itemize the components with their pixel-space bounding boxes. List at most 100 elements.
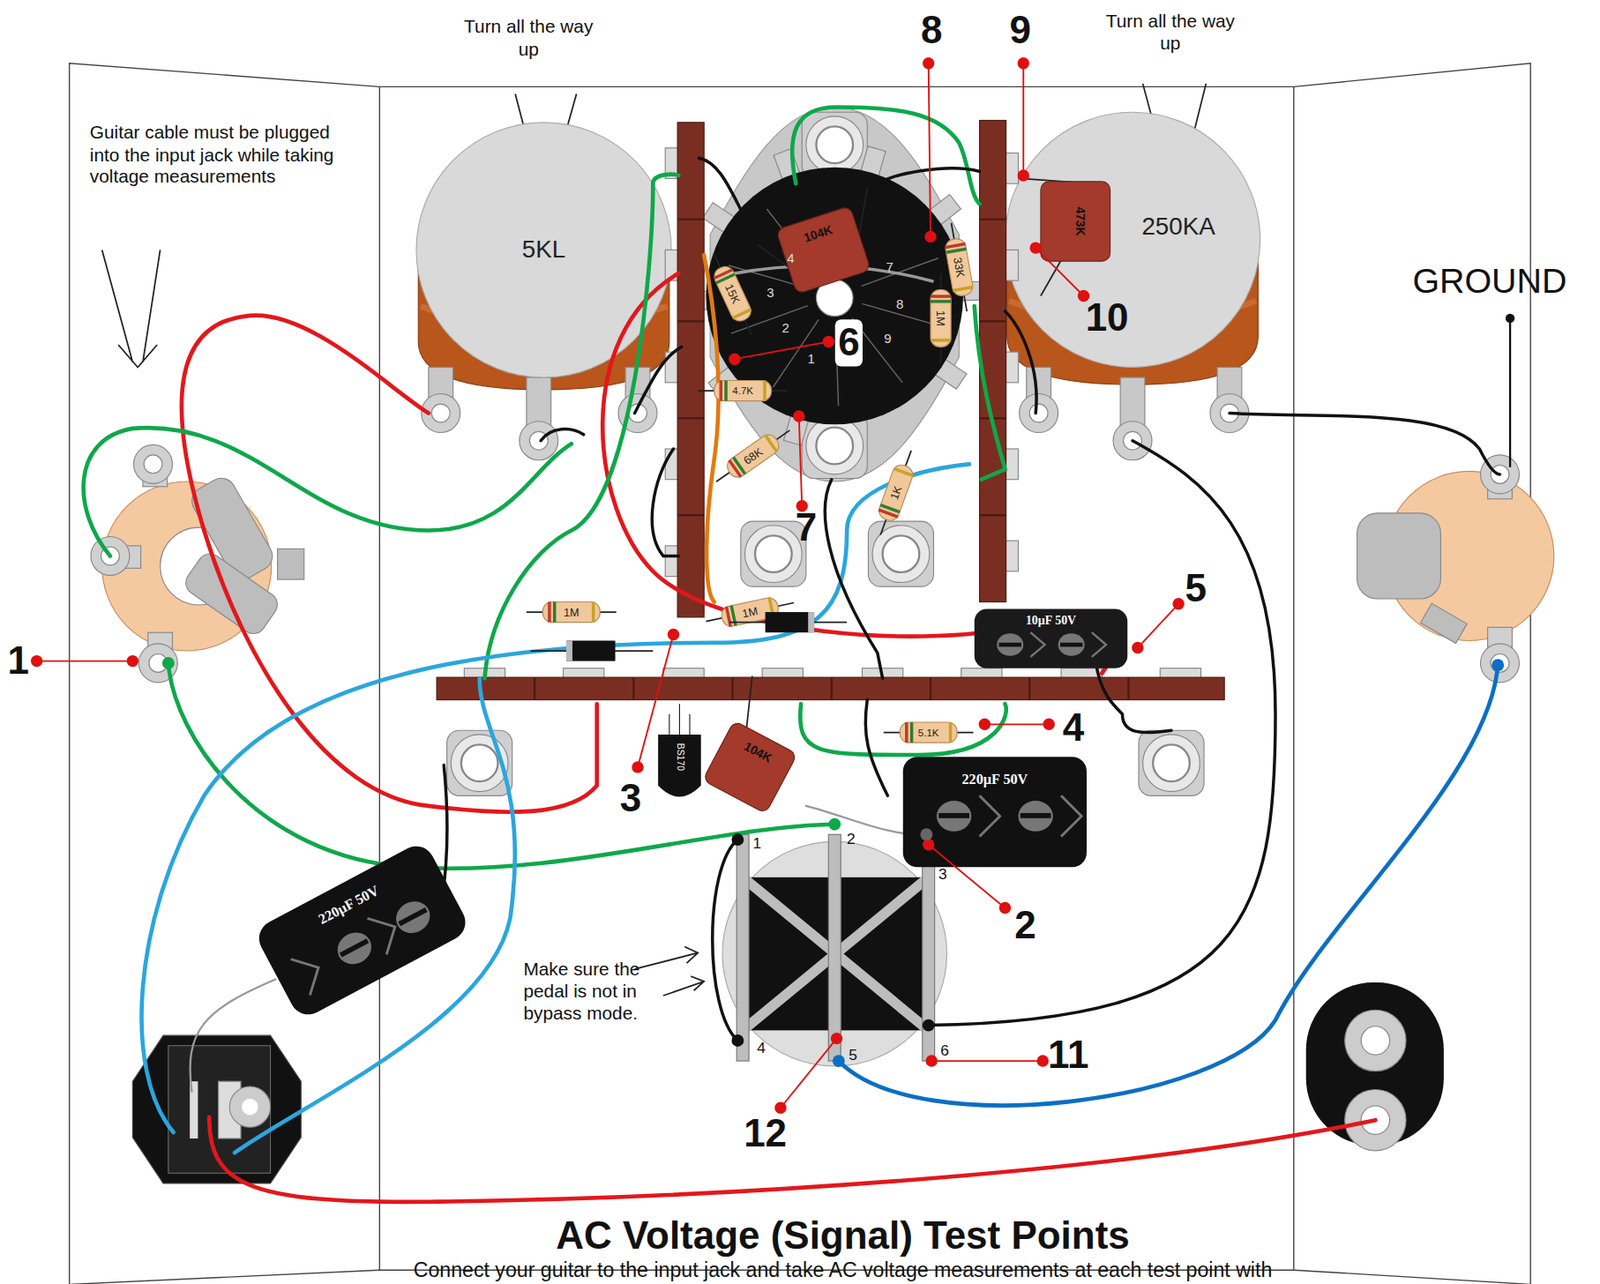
pointer-arrow <box>663 976 704 996</box>
wire <box>484 174 679 680</box>
wire-end-dot <box>731 1034 744 1047</box>
wire <box>974 306 1006 480</box>
dc-jack <box>229 1086 270 1128</box>
callout-leader <box>775 1103 786 1115</box>
transistor-symbol <box>657 734 702 798</box>
resistor-symbol <box>526 221 978 743</box>
potentiometer: 5KL <box>416 122 672 378</box>
terminal-strip <box>677 122 704 618</box>
callout-leader <box>127 656 139 667</box>
callout-leader <box>1173 598 1184 610</box>
pin-number: 3 <box>938 865 948 884</box>
terminal-strip <box>979 120 1007 603</box>
terminal-strip <box>929 677 932 700</box>
capacitor-symbol <box>974 609 1129 669</box>
pointer-arrow <box>635 947 699 970</box>
terminal-strip <box>677 320 704 322</box>
pin-number: 9 <box>883 330 891 347</box>
wire-end-dot <box>828 818 841 831</box>
capacitor-symbol <box>996 633 1024 656</box>
wire-end-dot <box>1491 658 1504 672</box>
ground-leader <box>1505 314 1515 323</box>
resistor: 15K <box>710 263 754 324</box>
component-value: 104K <box>741 740 774 766</box>
wire <box>234 678 516 1153</box>
capacitor-symbol <box>697 675 820 814</box>
led-bezel <box>1306 982 1444 1152</box>
dc-jack <box>241 1099 259 1116</box>
terminal-strip <box>1028 677 1031 700</box>
wire <box>190 979 277 1092</box>
film-capacitor: 104K <box>702 720 798 814</box>
pin-number: 6 <box>940 1041 950 1061</box>
transistor-symbol <box>679 703 681 737</box>
capacitor-symbol <box>339 938 369 958</box>
wire <box>712 839 739 1041</box>
capacitor-symbol <box>979 795 1083 837</box>
enclosure-outline <box>379 86 381 1271</box>
capacitor-symbol <box>1040 260 1062 296</box>
wire <box>83 106 1501 1202</box>
instruction-note: Turn all the way up <box>462 16 595 61</box>
resistor-symbol <box>870 447 921 539</box>
terminal-strip <box>533 677 536 700</box>
callout-leader <box>923 58 935 69</box>
capacitor-symbol <box>291 909 405 996</box>
wire <box>83 427 572 556</box>
led-bezel <box>1345 1009 1406 1071</box>
capacitor-symbol <box>1030 632 1107 658</box>
output-jack <box>1420 603 1467 643</box>
callout-leader <box>1022 63 1025 176</box>
ground-label: GROUND <box>1413 260 1568 302</box>
jack-nut <box>1138 730 1204 796</box>
callout-leader <box>1017 170 1029 181</box>
callout-leader <box>1137 604 1179 649</box>
component-value: BS170 <box>674 743 685 771</box>
callout-leader <box>931 1060 1043 1062</box>
terminal-strip <box>677 218 704 221</box>
callout-number: 8 <box>920 7 943 54</box>
resistor-symbol <box>526 602 617 623</box>
resistor: 1M <box>930 290 951 348</box>
callout-leader <box>1132 642 1144 654</box>
pin-number: 3 <box>766 284 774 301</box>
component-value: 33K <box>951 256 968 279</box>
wire <box>703 254 718 602</box>
terminal-strip <box>979 218 1007 221</box>
pin-number: 8 <box>896 296 904 313</box>
component-value: 1M <box>740 604 759 620</box>
potentiometer <box>1004 112 1260 367</box>
callout-leader <box>928 63 931 238</box>
callout-leader <box>780 1039 838 1109</box>
callout-leader <box>1017 58 1029 69</box>
capacitor-symbol <box>1017 800 1053 832</box>
component-value: 220µF 50V <box>961 771 1028 788</box>
component-value: 5KL <box>522 236 566 264</box>
callout-leader <box>925 231 936 243</box>
potentiometer <box>1019 394 1059 434</box>
enclosure-outline <box>69 63 1532 1284</box>
film-capacitor: 473K <box>1040 181 1111 262</box>
capacitor-symbol <box>1058 633 1085 656</box>
footswitch <box>722 834 947 1067</box>
wire <box>142 463 970 1133</box>
callout-leader <box>984 723 1049 726</box>
callout-leader <box>668 629 680 641</box>
resistor-symbol <box>710 421 796 490</box>
callout-leader <box>637 635 673 768</box>
component-value: 1M <box>934 310 948 327</box>
jack-nut <box>447 521 1204 796</box>
component-value: 1M <box>563 605 580 619</box>
terminal-strip <box>436 120 1225 701</box>
callout-number: 12 <box>743 1111 787 1159</box>
electrolytic-capacitor: 220µF 50V <box>903 756 1087 868</box>
callout-leader <box>831 1033 843 1045</box>
wire <box>800 703 1006 756</box>
pin-number: 4 <box>756 1039 766 1058</box>
transistor-symbol <box>657 703 702 797</box>
callout-leader <box>31 656 43 667</box>
capacitor-symbol <box>397 907 427 927</box>
capacitor-symbol <box>702 720 798 814</box>
ground-leader <box>1509 318 1511 468</box>
pointer-arrow <box>102 83 1207 996</box>
